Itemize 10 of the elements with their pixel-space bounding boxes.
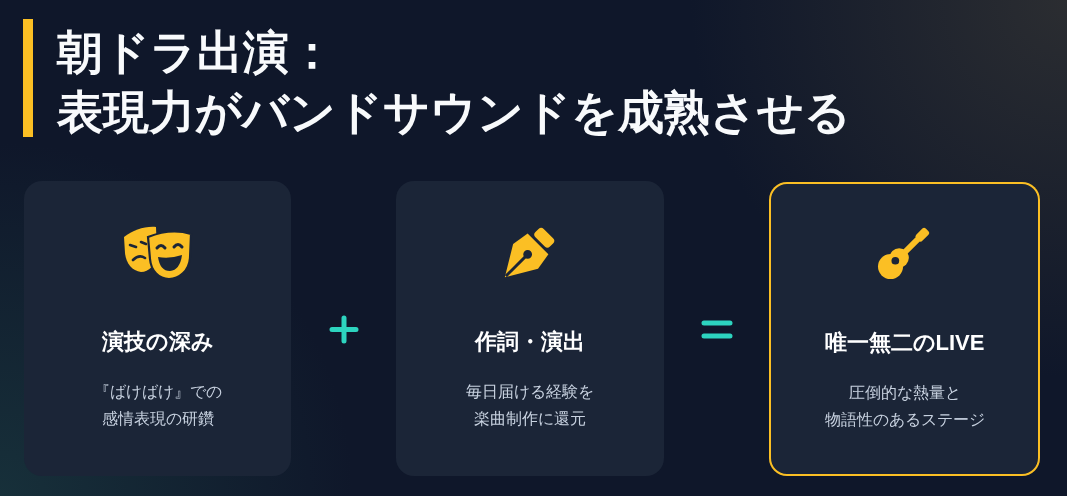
card-heading: 唯一無二のLIVE xyxy=(824,329,985,357)
card-text: 『ばけばけ』での感情表現の研鑽 xyxy=(93,382,222,429)
card xyxy=(24,181,291,476)
card-heading: 作詞・演出 xyxy=(475,328,585,356)
card xyxy=(396,181,664,476)
title: 朝ドラ出演：表現力がバンドサウンドを成熟させる xyxy=(57,25,851,140)
card-text: 毎日届ける経験を楽曲制作に還元 xyxy=(466,382,594,429)
card-text: 圧倒的な熱量と物語性のあるステージ xyxy=(824,383,985,430)
card-heading: 演技の深み xyxy=(101,328,214,356)
card xyxy=(769,182,1040,476)
